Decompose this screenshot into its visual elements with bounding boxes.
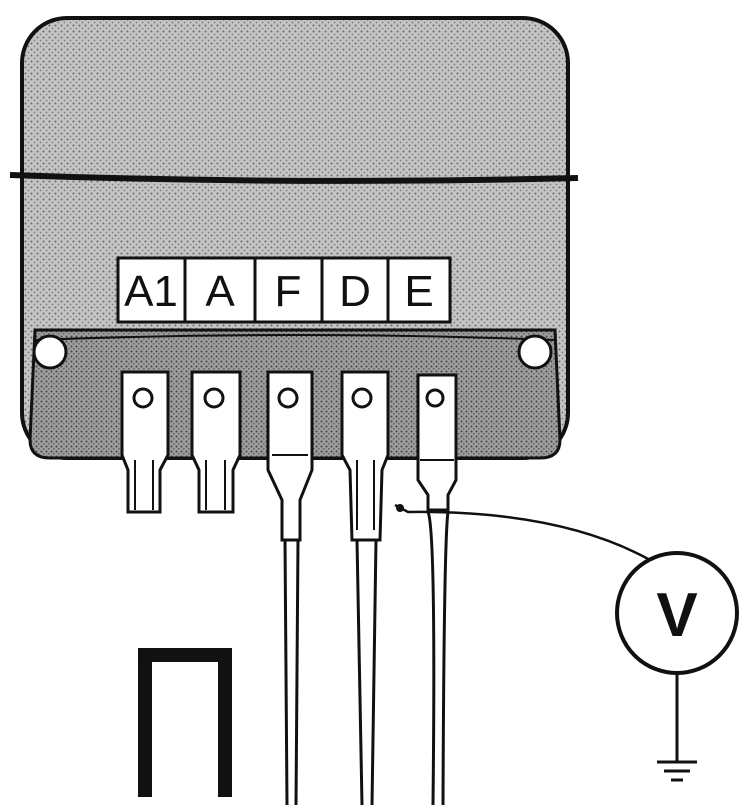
terminal-label-e: E: [404, 267, 433, 316]
voltmeter: V: [615, 551, 739, 782]
terminal-e: [416, 373, 458, 512]
terminal-labels: A1 A F D E: [116, 256, 452, 324]
spade-terminals: [120, 370, 458, 542]
wire-f: [283, 539, 289, 806]
housing-seam: [9, 172, 579, 184]
terminal-a: [190, 370, 242, 514]
probe-lead: [394, 503, 651, 562]
terminal-label-d: D: [339, 267, 371, 316]
ground-icon: [657, 760, 697, 782]
wire-e-edge: [441, 511, 450, 806]
terminal-label-f: F: [275, 267, 302, 316]
wire-e: [426, 511, 436, 806]
voltmeter-label: V: [656, 581, 697, 650]
mounting-hole-left: [32, 334, 68, 370]
jumper-bridge-icon: [138, 648, 232, 797]
terminal-a1: [120, 370, 170, 514]
terminal-label-a: A: [205, 267, 235, 316]
wire-f-edge: [294, 539, 300, 806]
wires: [283, 511, 450, 806]
wire-d: [355, 539, 364, 806]
mounting-hole-right: [517, 334, 553, 370]
terminal-d: [340, 370, 390, 542]
terminal-label-a1: A1: [124, 267, 178, 316]
wire-d-edge: [370, 539, 378, 806]
terminal-f: [266, 370, 314, 542]
